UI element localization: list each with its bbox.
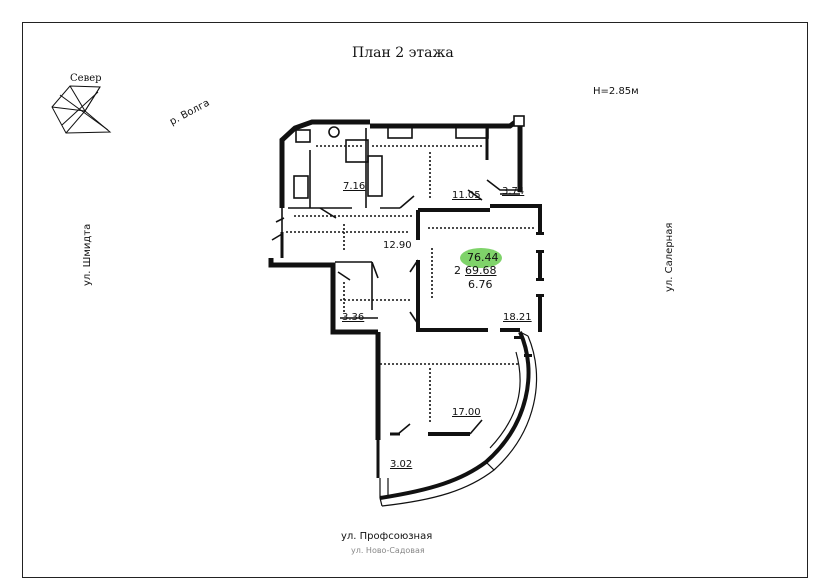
- north-label: Север: [70, 73, 102, 84]
- street-bottom: ул. Профсоюзная: [341, 531, 433, 542]
- interior-walls: [271, 115, 536, 435]
- plan-title: План 2 этажа: [352, 45, 454, 61]
- apartment-extra-area: 6.76: [468, 278, 493, 291]
- window-ticks: [514, 232, 544, 357]
- exterior-walls: [268, 118, 542, 478]
- apartment-rooms-count: 2: [454, 264, 461, 277]
- room-area-bedroom: 17.00: [452, 407, 481, 418]
- ceiling-height: H=2.85м: [593, 86, 639, 97]
- apartment-total-area: 76.44: [467, 251, 499, 264]
- street-left: ул. Шмидта: [82, 223, 93, 286]
- room-area-hall: 12.90: [383, 240, 412, 251]
- room-area-balcony-top: 3.74: [502, 186, 525, 197]
- drawing-frame: [22, 22, 808, 578]
- room-area-kitchen: 11.05: [452, 190, 481, 201]
- apartment-living-area: 69.68: [465, 264, 497, 277]
- room-area-balcony-bottom: 3.02: [390, 459, 413, 470]
- street-right: ул. Салерная: [664, 222, 675, 292]
- room-area-living: 18.21: [503, 312, 532, 323]
- apartment-badge: 76.44 2 69.68 6.76: [454, 247, 504, 293]
- compass-rose: [51, 85, 112, 134]
- curved-balcony: [379, 331, 538, 507]
- room-area-closet: 3.36: [342, 312, 365, 323]
- street-bottom-secondary: ул. Ново-Садовая: [351, 546, 425, 555]
- room-area-bath: 7.16: [343, 181, 366, 192]
